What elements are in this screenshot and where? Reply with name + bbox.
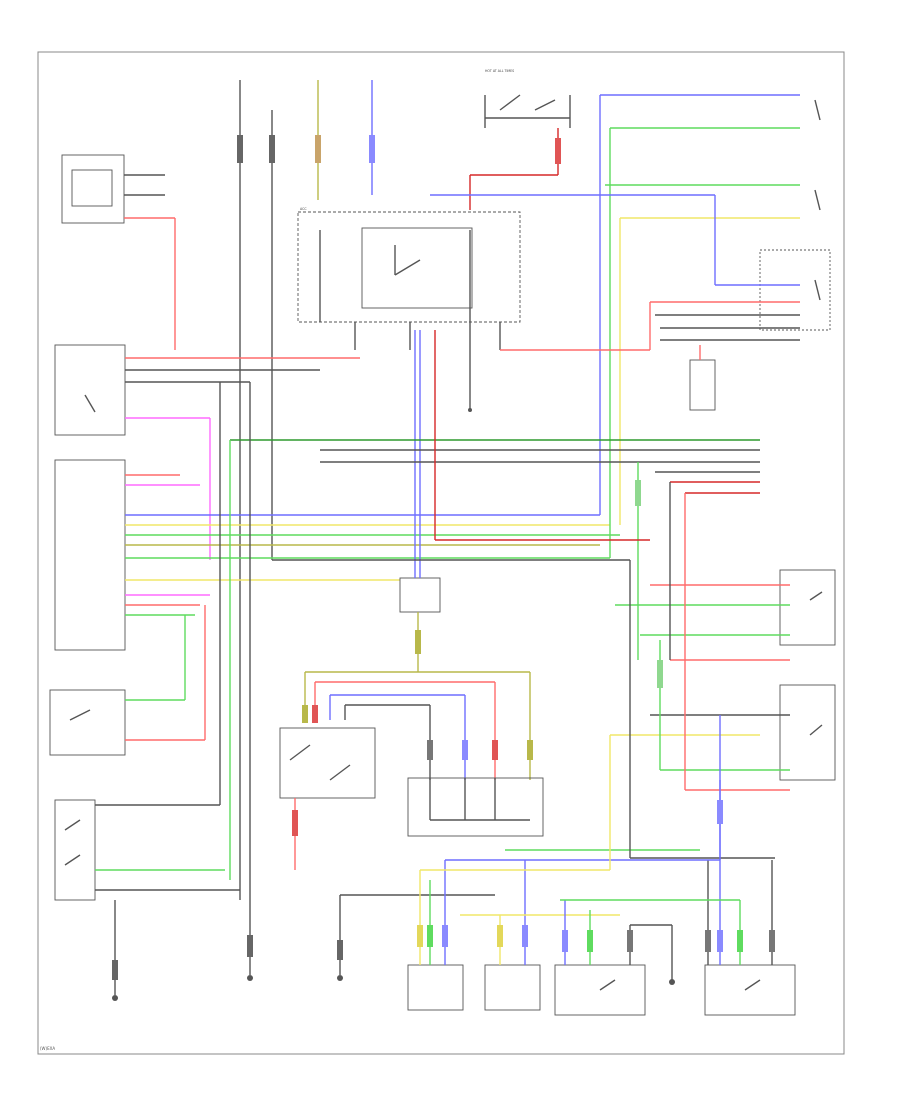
right-harness [229,439,760,880]
right-switch-lower [615,482,836,661]
right-switch-top [599,94,821,558]
combination-meter [54,459,620,651]
mode-switch [279,671,533,870]
ground-3 [630,924,675,985]
ground-1 [247,900,253,981]
top-fuse-column-2 [315,80,321,200]
ground-2 [337,894,495,981]
relay-box [297,211,521,412]
thermo-switch-1 [554,900,646,1016]
left-switch-4 [54,799,240,1001]
motor-2 [460,860,620,1011]
top-label-acc: ACC [300,207,307,211]
top-label-hot: HOT AT ALL TIMES [485,69,514,73]
diagram-border [37,51,845,1055]
left-switch-3 [49,605,206,756]
motor-1 [407,860,464,1011]
right-sensor [689,345,716,411]
ignition-switch [469,94,571,210]
footer-code: (W)EXA [40,1046,55,1051]
right-switch-bottom [650,493,836,860]
cross-wiring [219,302,651,900]
top-fuse-column-3 [369,80,375,195]
left-switch-1 [61,154,176,350]
left-switch-2 [54,344,360,560]
right-switch-middle [430,194,831,341]
center-unit [399,330,441,672]
heater-control-unit [407,777,544,837]
top-fuse-column-1 [237,80,275,900]
